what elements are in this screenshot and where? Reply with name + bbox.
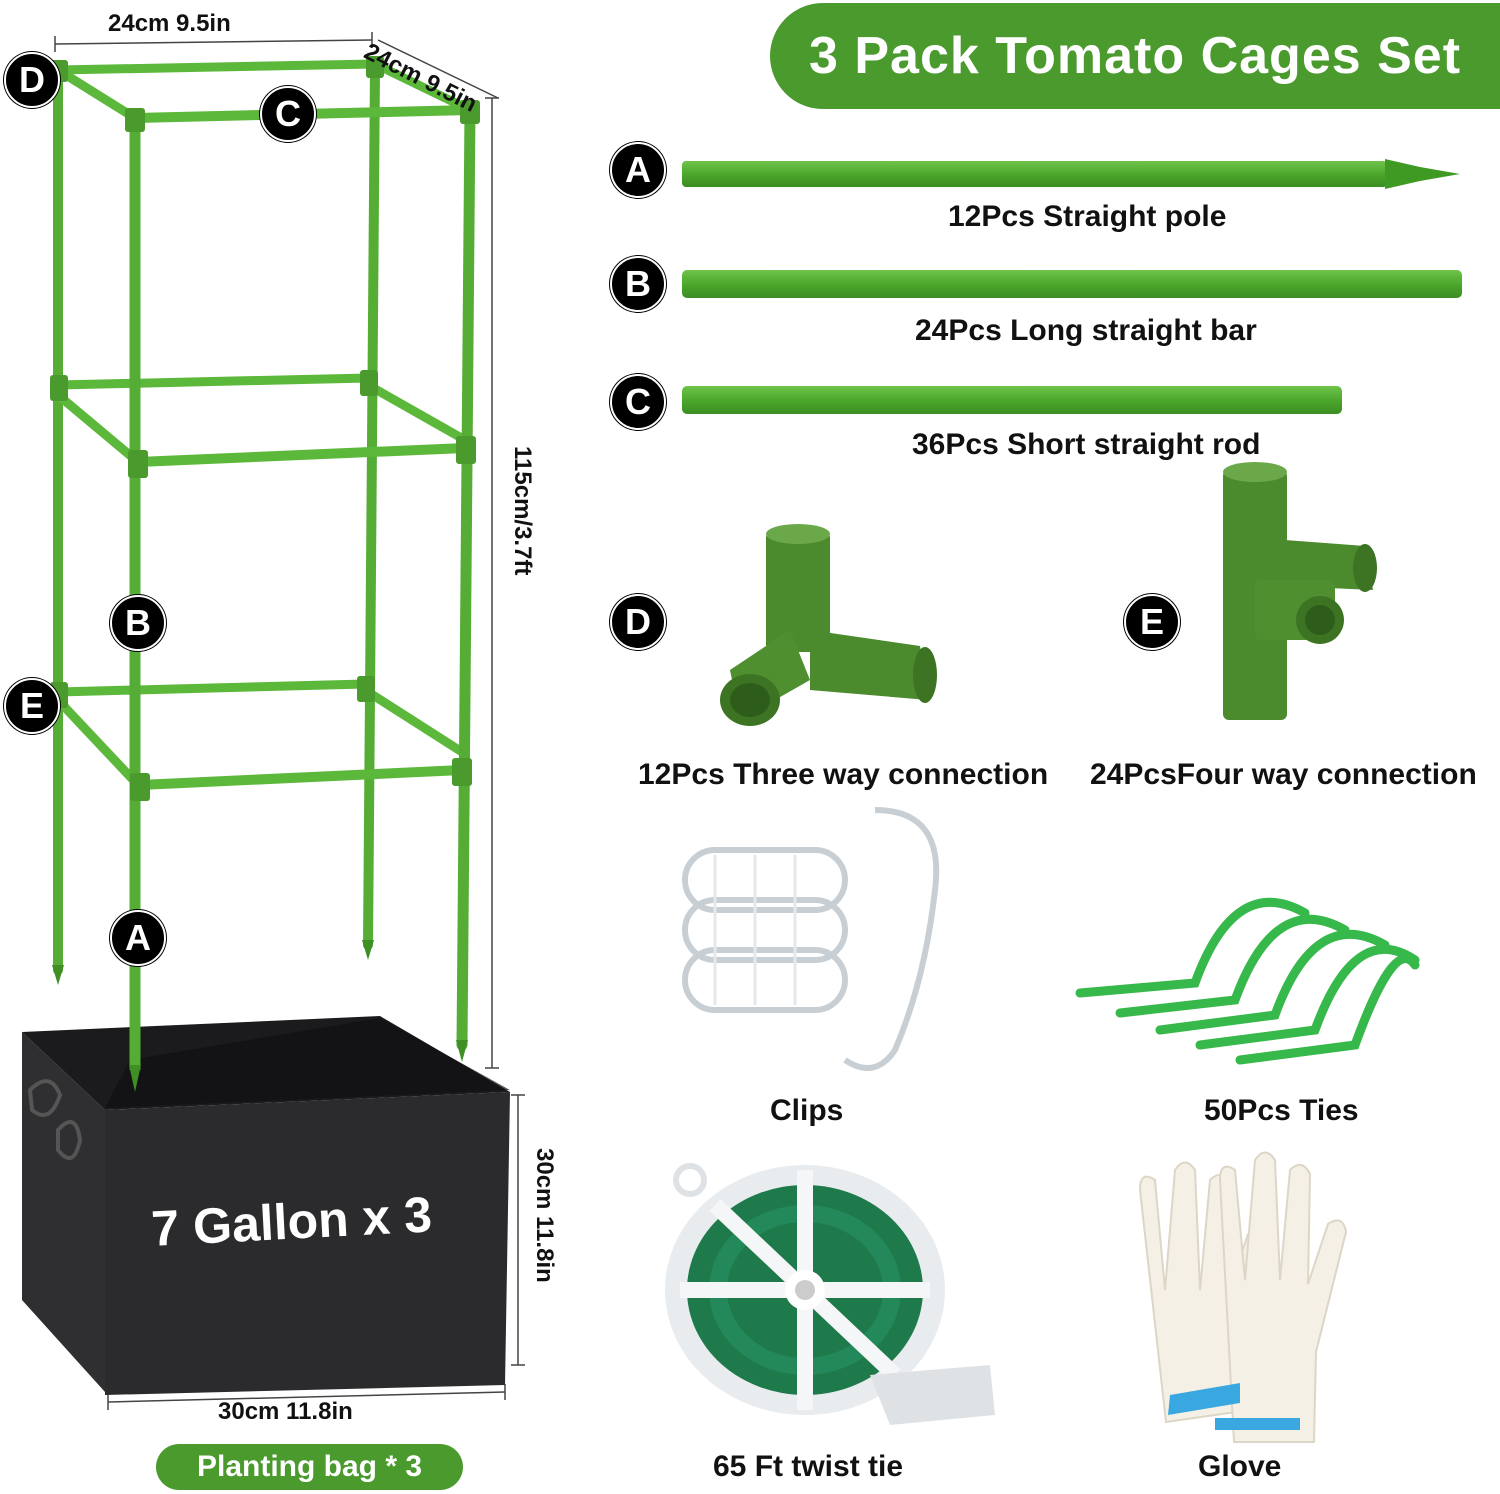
part-badge-a: A: [610, 142, 666, 198]
straight-pole-image: [682, 159, 1460, 189]
title-banner: 3 Pack Tomato Cages Set: [770, 3, 1500, 109]
twist-tie-image: [665, 1163, 995, 1425]
cage-badge-c: C: [260, 86, 316, 142]
bag-height-label: 30cm 11.8in: [531, 1148, 558, 1283]
cage-illustration: [22, 32, 525, 1410]
cage-badge-d: D: [4, 52, 60, 108]
planting-bag: [22, 1016, 510, 1395]
part-badge-d: D: [610, 594, 666, 650]
part-badge-c: C: [610, 374, 666, 430]
twist-tie-label: 65 Ft twist tie: [713, 1450, 904, 1483]
planting-bag-label: Planting bag * 3: [196, 1450, 423, 1483]
part-badge-b: B: [610, 256, 666, 312]
cage-badge-b: B: [110, 595, 166, 651]
cage-width-label: 24cm 9.5in: [108, 10, 231, 37]
ties-label: 50Pcs Ties: [1204, 1094, 1359, 1127]
glove-image: [1138, 1151, 1348, 1443]
four-way-connector-image: [1223, 462, 1377, 720]
glove-label: Glove: [1198, 1450, 1282, 1483]
planting-bag-pill: Planting bag * 3: [156, 1444, 463, 1490]
page-title: 3 Pack Tomato Cages Set: [808, 27, 1462, 85]
part-label-c: 36Pcs Short straight rod: [912, 428, 1261, 461]
part-label-b: 24Pcs Long straight bar: [915, 314, 1257, 347]
clips-label: Clips: [770, 1094, 844, 1127]
cage-badge-e: E: [4, 678, 60, 734]
short-rod-image: [682, 386, 1342, 414]
cage-height-label: 115cm/3.7ft: [509, 446, 536, 576]
part-label-a: 12Pcs Straight pole: [948, 200, 1227, 233]
part-label-e: 24PcsFour way connection: [1090, 758, 1477, 791]
bag-width-label: 30cm 11.8in: [218, 1398, 353, 1425]
part-badge-e: E: [1124, 594, 1180, 650]
three-way-connector-image: [720, 524, 937, 726]
part-label-d: 12Pcs Three way connection: [638, 758, 1049, 791]
cage-badge-a: A: [110, 910, 166, 966]
clips-image: [682, 807, 940, 1071]
long-bar-image: [682, 270, 1462, 298]
ties-image: [1075, 897, 1420, 1065]
